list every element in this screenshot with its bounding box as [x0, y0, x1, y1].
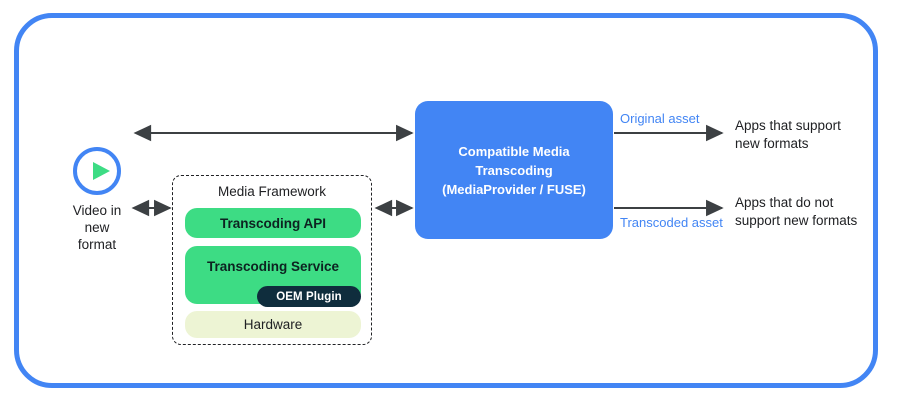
original-asset-label: Original asset: [620, 111, 700, 126]
media-framework-group: Media Framework Transcoding API Transcod…: [172, 175, 372, 345]
transcoding-api-block: Transcoding API: [185, 208, 361, 238]
apps-no-support-new-formats-label: Apps that do not support new formats: [735, 195, 858, 228]
apps-support-new-formats-label: Apps that support new formats: [735, 118, 841, 151]
play-circle-icon: [73, 147, 121, 195]
media-framework-title: Media Framework: [217, 184, 327, 199]
oem-plugin-badge: OEM Plugin: [257, 286, 361, 307]
play-triangle-icon: [93, 162, 110, 180]
compatible-media-transcoding-node: Compatible Media Transcoding (MediaProvi…: [415, 101, 613, 239]
video-source-node: Video in new format: [52, 147, 142, 253]
video-source-caption: Video in new format: [72, 203, 122, 252]
hardware-block: Hardware: [185, 311, 361, 338]
transcoded-asset-label: Transcoded asset: [620, 215, 723, 230]
